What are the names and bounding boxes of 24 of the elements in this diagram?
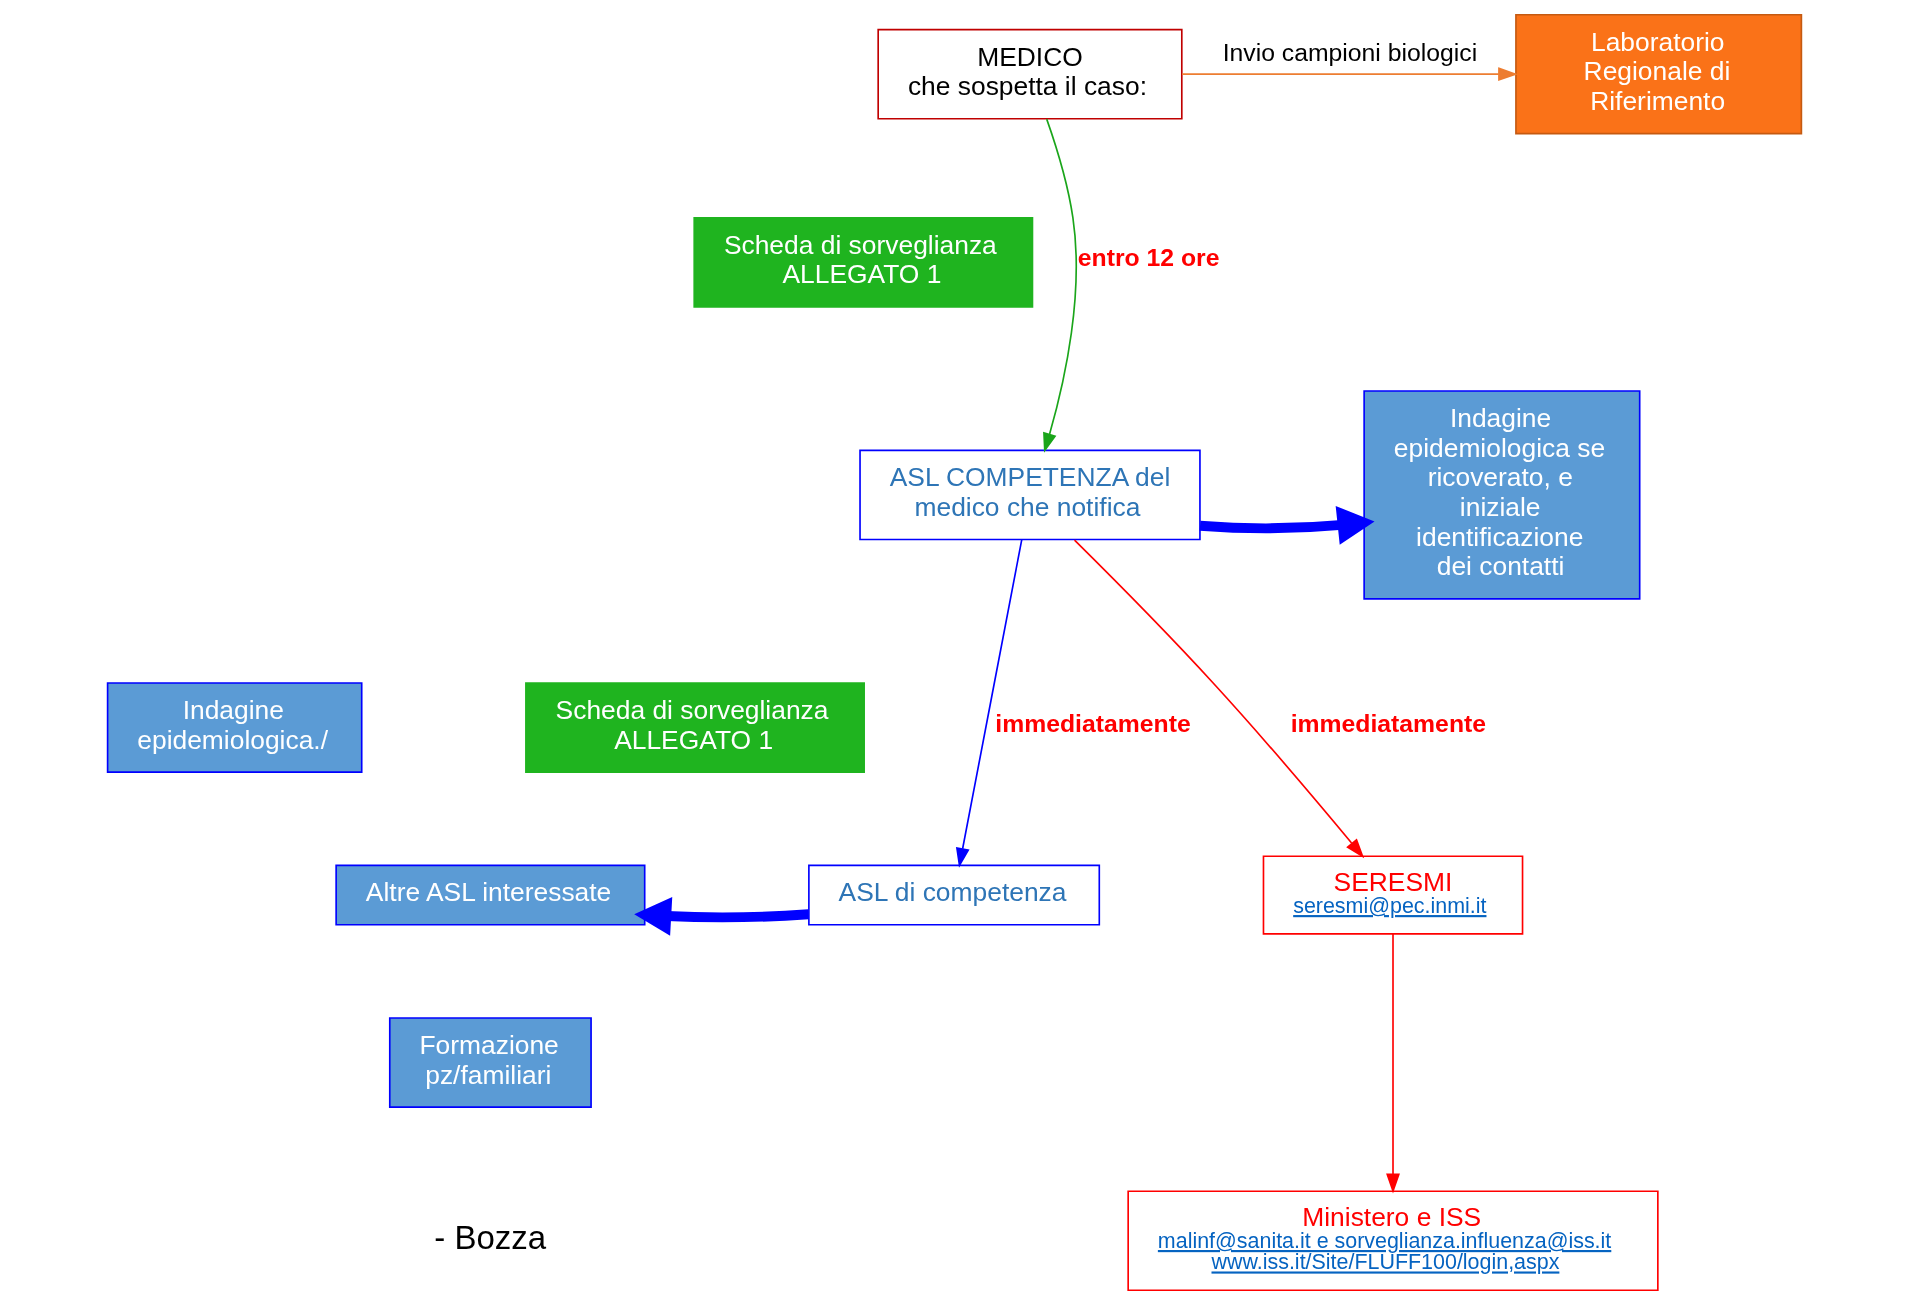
node-box: Scheda di sorveglianza ALLEGATO 1 xyxy=(692,216,1033,308)
node-box: Ministero e ISS malinf@sanita.it e sorveglianza.influenza@iss.it www.iss.it/Site/FLUFF100/login,aspx xyxy=(1126,1190,1659,1292)
arrow xyxy=(1042,118,1077,453)
node-box: Indagine epidemiologica se ricoverato, e iniziale identificazione dei contatti xyxy=(1362,390,1640,600)
arrow xyxy=(1180,67,1518,82)
node-box: ASL di competenza xyxy=(807,864,1100,926)
node-box: Scheda di sorveglianza ALLEGATO 1 xyxy=(524,682,865,773)
arrow xyxy=(1385,933,1400,1194)
edge-label: immediatamente xyxy=(1290,709,1486,737)
node-box: Altre ASL interessate xyxy=(334,864,646,926)
node-box: SERESMI seresmi@pec.inmi.it xyxy=(1262,855,1523,935)
node-box: Indagine epidemiologica./ xyxy=(106,682,363,773)
label: - Bozza xyxy=(433,1219,546,1256)
arrow xyxy=(633,896,809,936)
arrow xyxy=(1073,539,1364,859)
node-box: Formazione pz/familiari xyxy=(388,1017,592,1108)
edge-label: Invio campioni biologici xyxy=(1222,38,1477,66)
edge-label: entro 12 ore xyxy=(1077,244,1220,272)
node-box: MEDICO che sospetta il caso: xyxy=(876,28,1183,120)
node-box: Laboratorio Regionale di Riferimento xyxy=(1514,13,1802,135)
arrow xyxy=(955,538,1023,868)
arrow xyxy=(1199,505,1375,545)
edge-label: immediatamente xyxy=(994,709,1191,737)
node-box: ASL COMPETENZA del medico che notifica xyxy=(858,449,1201,541)
